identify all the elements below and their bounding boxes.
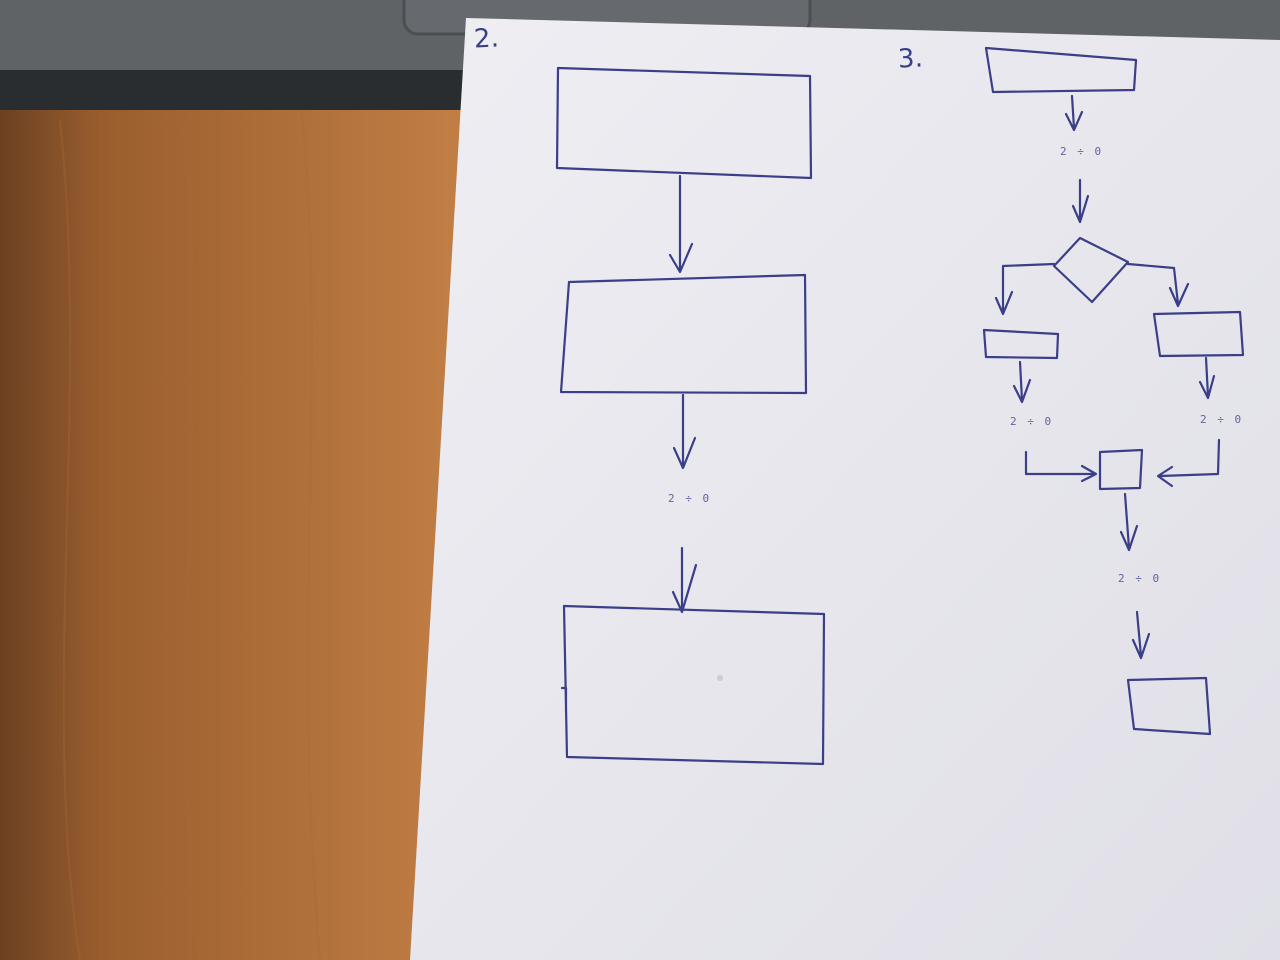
diagram2-box-3	[560, 604, 826, 766]
diagram3-box-top	[984, 46, 1138, 94]
diagram3-arrow-bottom-2	[1131, 610, 1151, 660]
diagram3-branch-right	[1126, 262, 1190, 308]
diagram2-box-1	[555, 66, 813, 180]
diagram3-merge-left	[1024, 450, 1098, 483]
diagram3-connector-label-left: 2 ÷ 0	[1010, 415, 1054, 428]
diagram3-box-right	[1152, 310, 1245, 358]
pencil-smudge	[717, 675, 723, 681]
wood-grain	[59, 99, 321, 960]
diagram2-arrow-2	[672, 393, 697, 470]
diagram3-box-left	[982, 328, 1060, 360]
diagram3-merge-right	[1156, 438, 1221, 488]
diagram3-arrow-bottom-1	[1119, 492, 1139, 552]
paper-sheet	[410, 18, 1280, 960]
ink-drawing	[555, 46, 1245, 766]
diagram-number-2: 2.	[473, 23, 500, 55]
diagram3-box-bottom	[1126, 676, 1212, 736]
diagram3-branch-left	[994, 262, 1056, 316]
diagram3-decision	[1052, 236, 1130, 304]
diagram2-box-2	[559, 273, 808, 395]
diagram-number-3: 3.	[897, 43, 924, 75]
diagram2-arrow-1	[668, 174, 694, 274]
diagram2-connector-label: 2 ÷ 0	[668, 492, 712, 505]
diagram3-arrow-left-down	[1012, 360, 1032, 404]
diagram3-arrow-right-down	[1198, 356, 1216, 400]
diagram2-arrow-3	[671, 546, 698, 614]
diagram3-connector-label-right: 2 ÷ 0	[1200, 413, 1244, 426]
diagram3-connector-label-top: 2 ÷ 0	[1060, 145, 1104, 158]
diagram3-arrow-top-2	[1071, 178, 1090, 224]
diagram3-box-merge	[1098, 448, 1144, 491]
diagram3-connector-label-bottom: 2 ÷ 0	[1118, 572, 1162, 585]
diagram3-arrow-top-1	[1064, 94, 1084, 132]
